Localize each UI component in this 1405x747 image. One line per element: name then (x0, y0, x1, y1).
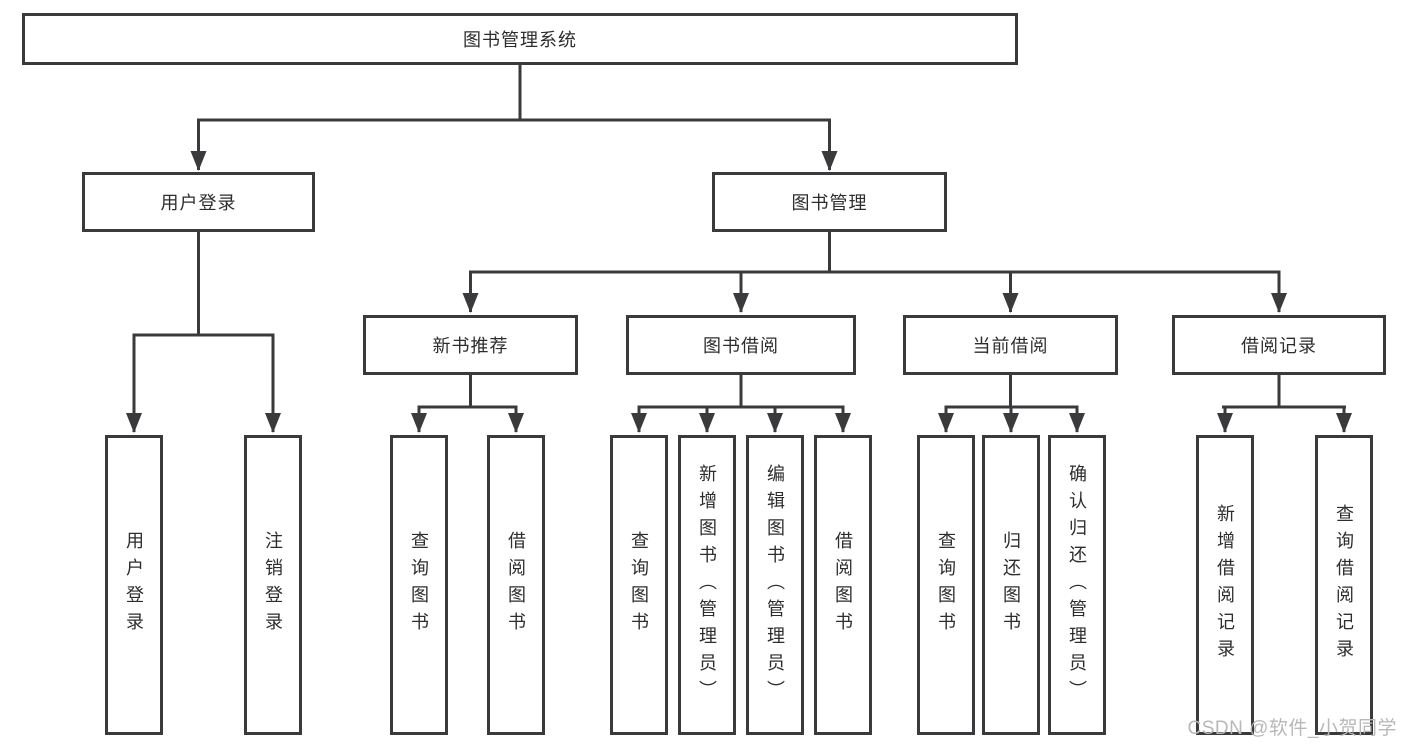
leaf-user-login: 用户登录 (105, 435, 163, 735)
leaf-return-book: 归还图书 (982, 435, 1040, 735)
leaf-query-books-current: 查询图书 (917, 435, 975, 735)
leaf-query-books-borrowing: 查询图书 (610, 435, 668, 735)
leaf-edit-book-admin: 编辑图书（管理员） (746, 435, 804, 735)
node-book-borrowing: 图书借阅 (626, 315, 856, 375)
connector-new-book-recommendation (411, 375, 524, 433)
leaf-logout: 注销登录 (244, 435, 302, 735)
leaf-confirm-return-admin: 确认归还（管理员） (1048, 435, 1106, 735)
leaf-add-book-admin: 新增图书（管理员） (678, 435, 736, 735)
connector-user-login (126, 232, 281, 433)
node-current-borrowing: 当前借阅 (903, 315, 1118, 375)
connector-current-borrowing (938, 375, 1085, 433)
node-borrowing-records: 借阅记录 (1172, 315, 1386, 375)
connector-borrowing-records (1217, 375, 1352, 433)
leaf-add-borrow-record: 新增借阅记录 (1196, 435, 1254, 735)
connector-book-borrowing (631, 375, 851, 433)
connector-book-management (462, 232, 1287, 313)
node-new-book-recommendation: 新书推荐 (363, 315, 578, 375)
node-book-management: 图书管理 (712, 172, 947, 232)
leaf-query-borrow-record: 查询借阅记录 (1315, 435, 1373, 735)
connector-root (190, 65, 838, 171)
leaf-borrow-books-recommend: 借阅图书 (487, 435, 545, 735)
node-user-login: 用户登录 (82, 172, 315, 232)
node-book-management-system: 图书管理系统 (22, 13, 1018, 65)
leaf-query-books-recommend: 查询图书 (390, 435, 448, 735)
leaf-borrow-books-borrowing: 借阅图书 (814, 435, 872, 735)
watermark-text: CSDN @软件_小贺同学 (1187, 718, 1397, 739)
